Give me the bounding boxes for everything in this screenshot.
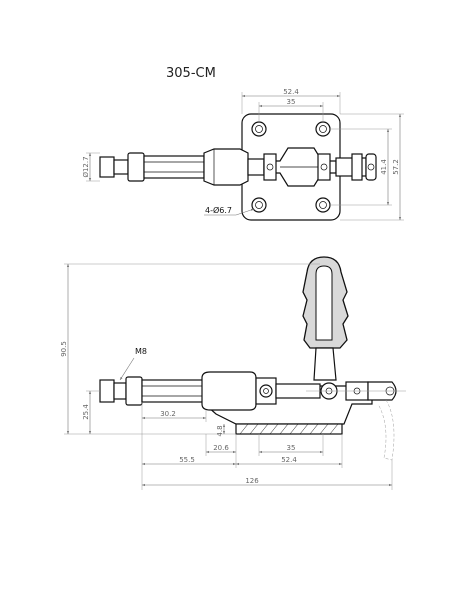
- dim-base-thickness: 4.8: [216, 425, 224, 436]
- top-linkage: [247, 147, 377, 187]
- dim-thread-dia: Ø12.7: [82, 156, 90, 177]
- dim-plunger-offset: 55.5: [179, 456, 195, 464]
- dim-hole-span: 35: [287, 444, 296, 452]
- side-plunger: [99, 371, 277, 411]
- dim-base-width: 52.4: [281, 456, 297, 464]
- handle: [302, 256, 349, 381]
- dim-stroke: 30.2: [160, 410, 176, 418]
- dim-offset-small: 20.6: [213, 444, 229, 452]
- dim-height-outer: 57.2: [392, 159, 400, 175]
- dim-plunger-height: 25.4: [82, 404, 90, 420]
- side-view: 90.5 25.4 M8 30.2 4.8 20.6 35 55.5: [60, 256, 406, 490]
- handle-open-position: [377, 399, 395, 461]
- drawing-title: 305-CM: [166, 66, 216, 81]
- dim-width-outer: 52.4: [283, 88, 299, 96]
- dim-total-length: 126: [245, 477, 259, 485]
- top-plunger: [99, 148, 249, 186]
- holes-callout: 4-Ø6.7: [205, 205, 232, 215]
- top-view: 52.4 35 41.4 57.2 Ø12.7 4-Ø6.7: [82, 88, 404, 221]
- dim-width-holes: 35: [287, 98, 296, 106]
- thread-label: M8: [135, 347, 147, 356]
- dim-total-height: 90.5: [60, 341, 68, 357]
- dim-height-holes: 41.4: [380, 159, 388, 175]
- side-linkage: [275, 381, 406, 401]
